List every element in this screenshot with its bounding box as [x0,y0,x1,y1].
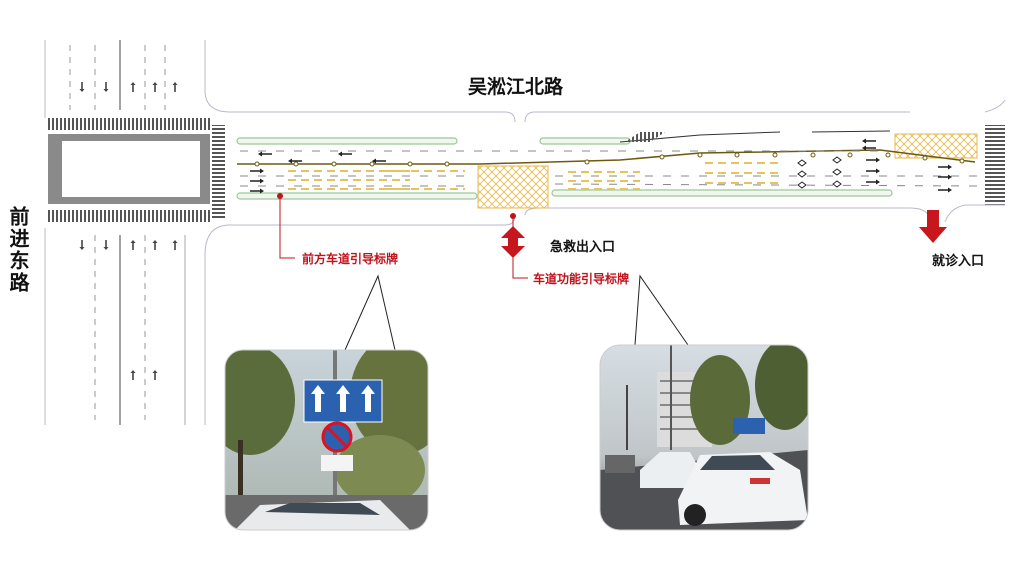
lane-dashes [240,150,981,187]
main-road-edges [230,99,1006,226]
annotation-leaders [277,193,689,351]
intersection-center [62,141,200,197]
crosswalk-north [48,118,210,130]
crosswalk-south [48,210,210,222]
lane-diamonds [797,156,842,189]
photo-lane-guide-sign [224,349,429,531]
cross-road [44,40,231,425]
lane-text-markings [288,162,780,190]
main-road-name: 吴淞江北路 [468,76,564,98]
medians [236,137,893,200]
cross-road-name: 前进东路 [6,206,30,294]
crosswalk-east [985,125,1005,205]
clinic-entrance-label: 就诊入口 [932,254,985,269]
center-line-markers [254,152,965,167]
lane-function-sign-label: 车道功能引导标牌 [533,272,630,286]
hatched-zone-clinic [894,133,978,159]
down-arrow-icon [919,210,947,243]
lane-guide-sign-label: 前方车道引导标牌 [302,252,399,266]
photo-lane-function-sign [599,344,809,531]
two-way-arrow-icon [501,226,525,258]
hatched-zone-emergency [477,165,549,209]
crosswalk-west [212,125,225,220]
emergency-entrance-label: 急救出入口 [550,240,616,255]
center-line [237,149,976,165]
